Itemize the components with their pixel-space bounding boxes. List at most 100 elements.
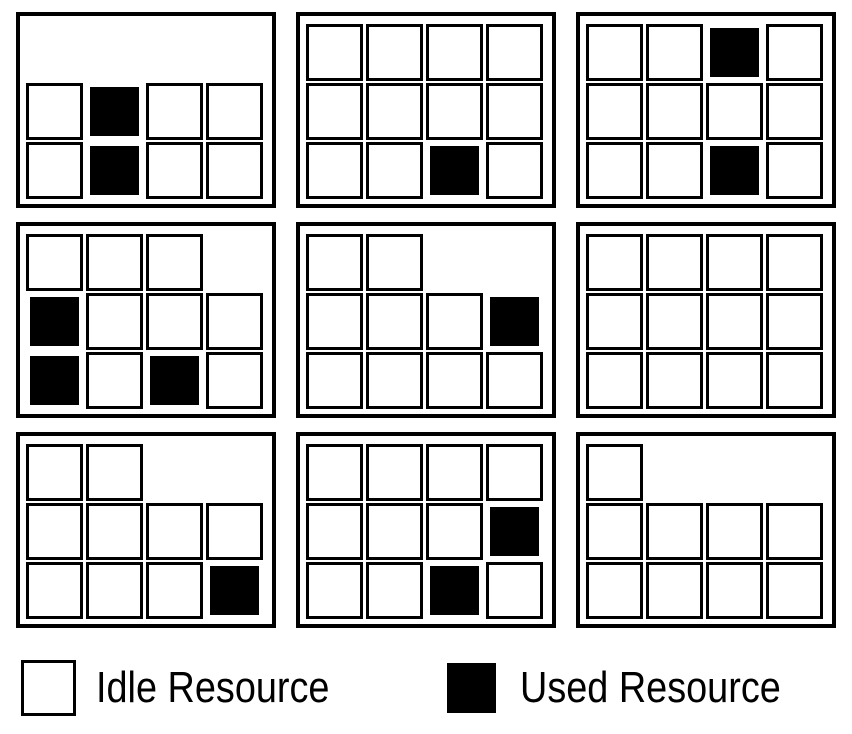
idle-resource-cell xyxy=(206,503,263,560)
idle-resource-cell xyxy=(146,293,203,350)
idle-resource-cell xyxy=(426,83,483,140)
idle-resource-cell xyxy=(486,83,543,140)
idle-resource-cell xyxy=(766,234,823,291)
idle-resource-cell xyxy=(706,352,763,409)
idle-resource-cell xyxy=(206,83,263,140)
idle-resource-cell xyxy=(766,83,823,140)
idle-resource-cell xyxy=(306,83,363,140)
used-resource-cell xyxy=(86,83,143,140)
idle-resource-cell xyxy=(206,352,263,409)
idle-resource-cell xyxy=(706,562,763,619)
idle-resource-cell xyxy=(306,142,363,199)
used-resource-cell xyxy=(146,352,203,409)
idle-resource-cell xyxy=(586,562,643,619)
panel-4 xyxy=(16,222,276,418)
legend-label-idle: Idle Resource xyxy=(96,663,330,712)
idle-resource-cell xyxy=(366,293,423,350)
panel-1 xyxy=(16,12,276,208)
idle-resource-cell xyxy=(586,444,643,501)
used-swatch-icon xyxy=(447,663,496,713)
idle-resource-cell xyxy=(766,562,823,619)
idle-resource-cell xyxy=(26,503,83,560)
idle-resource-cell xyxy=(26,444,83,501)
idle-resource-cell xyxy=(706,234,763,291)
idle-resource-cell xyxy=(306,24,363,81)
idle-resource-cell xyxy=(366,234,423,291)
used-resource-cell xyxy=(706,142,763,199)
idle-resource-cell xyxy=(146,234,203,291)
idle-resource-cell xyxy=(586,352,643,409)
panel-8 xyxy=(296,432,556,628)
idle-resource-cell xyxy=(426,352,483,409)
used-resource-cell xyxy=(486,293,543,350)
idle-resource-cell xyxy=(426,293,483,350)
idle-resource-cell xyxy=(206,293,263,350)
idle-resource-cell xyxy=(306,444,363,501)
idle-resource-cell xyxy=(206,142,263,199)
idle-resource-cell xyxy=(646,142,703,199)
legend-item-idle: Idle Resource xyxy=(21,660,367,716)
panel-9 xyxy=(576,432,836,628)
idle-resource-cell xyxy=(586,293,643,350)
idle-resource-cell xyxy=(766,24,823,81)
idle-resource-cell xyxy=(486,24,543,81)
idle-resource-cell xyxy=(366,352,423,409)
idle-resource-cell xyxy=(146,83,203,140)
idle-resource-cell xyxy=(26,142,83,199)
idle-resource-cell xyxy=(146,562,203,619)
idle-resource-cell xyxy=(486,562,543,619)
idle-resource-cell xyxy=(426,503,483,560)
idle-resource-cell xyxy=(426,24,483,81)
panel-7 xyxy=(16,432,276,628)
legend-label-used: Used Resource xyxy=(520,663,781,712)
idle-resource-cell xyxy=(306,352,363,409)
idle-resource-cell xyxy=(86,503,143,560)
panel-5 xyxy=(296,222,556,418)
panel-3 xyxy=(576,12,836,208)
idle-resource-cell xyxy=(366,444,423,501)
idle-resource-cell xyxy=(706,503,763,560)
used-resource-cell xyxy=(426,562,483,619)
idle-resource-cell xyxy=(426,444,483,501)
used-resource-cell xyxy=(206,562,263,619)
idle-resource-cell xyxy=(646,234,703,291)
idle-resource-cell xyxy=(366,142,423,199)
idle-resource-cell xyxy=(26,234,83,291)
idle-resource-cell xyxy=(646,562,703,619)
used-resource-cell xyxy=(26,293,83,350)
idle-resource-cell xyxy=(706,83,763,140)
idle-resource-cell xyxy=(646,352,703,409)
idle-resource-cell xyxy=(486,352,543,409)
used-resource-cell xyxy=(26,352,83,409)
used-resource-cell xyxy=(426,142,483,199)
panel-2 xyxy=(296,12,556,208)
idle-resource-cell xyxy=(26,562,83,619)
used-resource-cell xyxy=(486,503,543,560)
idle-resource-cell xyxy=(766,503,823,560)
panel-6 xyxy=(576,222,836,418)
used-resource-cell xyxy=(706,24,763,81)
idle-resource-cell xyxy=(646,503,703,560)
idle-swatch-icon xyxy=(21,660,76,716)
idle-resource-cell xyxy=(86,352,143,409)
legend: Idle Resource Used Resource xyxy=(0,640,852,734)
used-resource-cell xyxy=(86,142,143,199)
idle-resource-cell xyxy=(146,142,203,199)
idle-resource-cell xyxy=(86,444,143,501)
idle-resource-cell xyxy=(586,24,643,81)
idle-resource-cell xyxy=(366,83,423,140)
legend-item-used: Used Resource xyxy=(447,660,823,716)
idle-resource-cell xyxy=(86,234,143,291)
idle-resource-cell xyxy=(586,234,643,291)
idle-resource-cell xyxy=(306,293,363,350)
idle-resource-cell xyxy=(366,24,423,81)
idle-resource-cell xyxy=(86,293,143,350)
idle-resource-cell xyxy=(366,562,423,619)
idle-resource-cell xyxy=(586,142,643,199)
idle-resource-cell xyxy=(366,503,423,560)
idle-resource-cell xyxy=(486,142,543,199)
idle-resource-cell xyxy=(766,293,823,350)
idle-resource-cell xyxy=(646,293,703,350)
idle-resource-cell xyxy=(586,503,643,560)
idle-resource-cell xyxy=(646,24,703,81)
